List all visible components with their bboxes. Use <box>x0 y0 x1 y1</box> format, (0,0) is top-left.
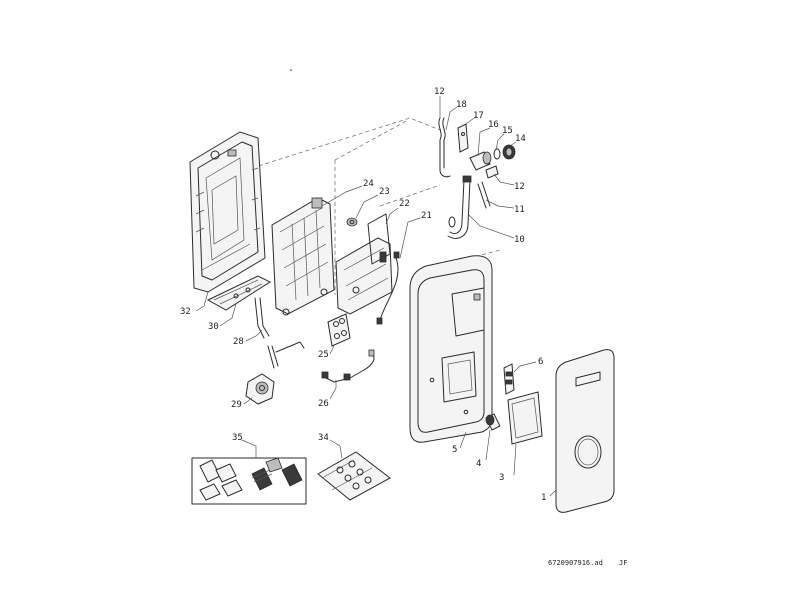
part-1-front-panel <box>555 349 615 513</box>
callout-30: 30 <box>208 322 219 332</box>
callout-34: 34 <box>318 433 329 443</box>
part-35-fittings-kit <box>191 457 307 505</box>
part-26-sensor-cable <box>321 349 375 383</box>
callout-26: 26 <box>318 399 329 409</box>
doc-number: 6720907916.ad <box>548 559 603 567</box>
part-14-knob <box>502 144 516 160</box>
callout-14: 14 <box>515 134 526 144</box>
document-reference: 6720907916.ad JF <box>548 559 627 567</box>
callout-21: 21 <box>421 211 432 221</box>
callout-25: 25 <box>318 350 329 360</box>
leader-lines <box>195 96 557 497</box>
part-34-gasket-sheet <box>317 451 391 501</box>
callout-10: 10 <box>514 235 525 245</box>
callout-12-side: 12 <box>514 182 525 192</box>
callout-24: 24 <box>363 179 374 189</box>
callout-3: 3 <box>499 473 504 483</box>
part-15-seal <box>493 148 501 160</box>
part-22-electronics-module <box>335 213 393 315</box>
callout-28: 28 <box>233 337 244 347</box>
part-21-cable <box>376 251 400 325</box>
part-29-flow-sensor <box>245 341 305 405</box>
part-28-pipe <box>254 297 270 339</box>
part-12-plug <box>485 165 499 179</box>
callout-labels: 12 18 17 16 15 14 12 11 10 21 22 23 24 3… <box>180 87 546 503</box>
callout-23: 23 <box>379 187 390 197</box>
callout-5: 5 <box>452 445 457 455</box>
part-10-outlet-pipe <box>447 175 472 239</box>
callout-29: 29 <box>231 400 242 410</box>
part-25-terminal-block <box>327 313 351 347</box>
callout-35: 35 <box>232 433 243 443</box>
callout-22: 22 <box>399 199 410 209</box>
callout-11: 11 <box>514 205 525 215</box>
part-12-top-pipe <box>438 117 451 178</box>
callout-15: 15 <box>502 126 513 136</box>
part-23-connector <box>346 217 358 227</box>
part-6-connector <box>503 363 515 395</box>
part-11-pin <box>477 181 491 209</box>
callout-32: 32 <box>180 307 191 317</box>
part-24-heating-block <box>271 197 335 316</box>
callout-16: 16 <box>488 120 499 130</box>
callout-17: 17 <box>473 111 484 121</box>
part-4-screw <box>485 413 501 431</box>
part-16-valve <box>469 151 492 171</box>
part-5-housing <box>409 255 493 443</box>
callout-6: 6 <box>538 357 543 367</box>
callout-12-top: 12 <box>434 87 445 97</box>
part-17-clip <box>457 123 469 153</box>
stray-mark <box>290 69 292 71</box>
callout-1: 1 <box>541 493 546 503</box>
part-32-rear-frame <box>189 131 266 293</box>
part-30-bottom-bracket <box>206 275 272 311</box>
callout-18: 18 <box>456 100 467 110</box>
author-initials: JF <box>619 559 627 567</box>
callout-4: 4 <box>476 459 481 469</box>
part-3-cover-plate <box>507 391 543 445</box>
